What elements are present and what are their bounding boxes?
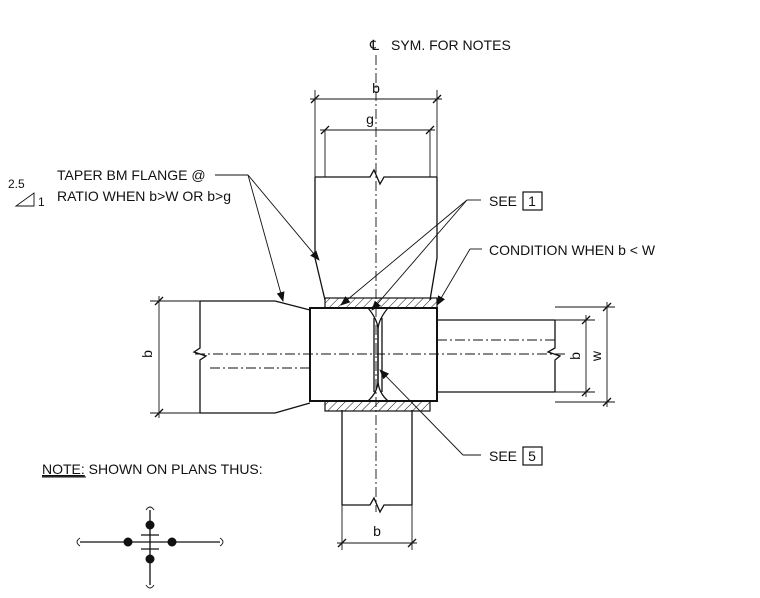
right-member: [437, 319, 562, 393]
plan-note: NOTE: SHOWN ON PLANS THUS:: [42, 461, 263, 478]
note-label: NOTE:: [42, 461, 85, 477]
dimension-top-g: g: [320, 111, 435, 135]
see-5-prefix: SEE: [489, 448, 517, 464]
bottom-member: [341, 410, 413, 514]
dim-label-top-b: b: [372, 80, 380, 96]
dimension-bottom-b: b: [337, 505, 417, 550]
symmetry-note: ℄ SYM. FOR NOTES: [369, 37, 511, 53]
dimension-left-b: b: [139, 296, 200, 418]
panel-zone: [309, 297, 438, 412]
slope-run: 1: [38, 195, 45, 209]
condition-callout: CONDITION WHEN b < W: [436, 242, 656, 306]
note-text: SHOWN ON PLANS THUS:: [85, 461, 263, 477]
dim-label-bottom-b: b: [373, 523, 381, 539]
see-1-ref: 1: [528, 193, 536, 209]
see-5-callout: SEE 5: [379, 369, 543, 466]
slope-rise: 2.5: [8, 177, 25, 191]
dim-label-top-g: g: [366, 111, 374, 127]
see-1-callout: SEE 1: [340, 191, 543, 311]
dim-label-left-b: b: [139, 350, 155, 358]
svg-text:NOTE: SHOWN ON PLANS THUS:: NOTE: SHOWN ON PLANS THUS:: [42, 461, 263, 477]
dimension-top-b: b: [310, 80, 442, 177]
dimension-right-w: w: [555, 302, 615, 407]
see-1-prefix: SEE: [489, 193, 517, 209]
see-5-ref: 5: [528, 448, 536, 464]
dim-label-right-b: b: [567, 352, 583, 360]
symmetry-note-text: SYM. FOR NOTES: [391, 37, 511, 53]
top-member: [314, 130, 438, 301]
taper-note: TAPER BM FLANGE @ RATIO WHEN b>W OR b>g: [57, 167, 320, 302]
centerline-symbol: ℄: [369, 37, 379, 53]
taper-note-line2: RATIO WHEN b>W OR b>g: [57, 188, 231, 204]
slope-symbol: 2.5 1: [8, 177, 45, 209]
condition-text: CONDITION WHEN b < W: [489, 242, 656, 258]
plan-symbol: [76, 506, 224, 589]
left-member: [192, 300, 311, 414]
dimension-right-b: b: [555, 315, 595, 397]
taper-note-line1: TAPER BM FLANGE @: [57, 167, 206, 183]
dim-label-right-w: w: [588, 350, 604, 362]
